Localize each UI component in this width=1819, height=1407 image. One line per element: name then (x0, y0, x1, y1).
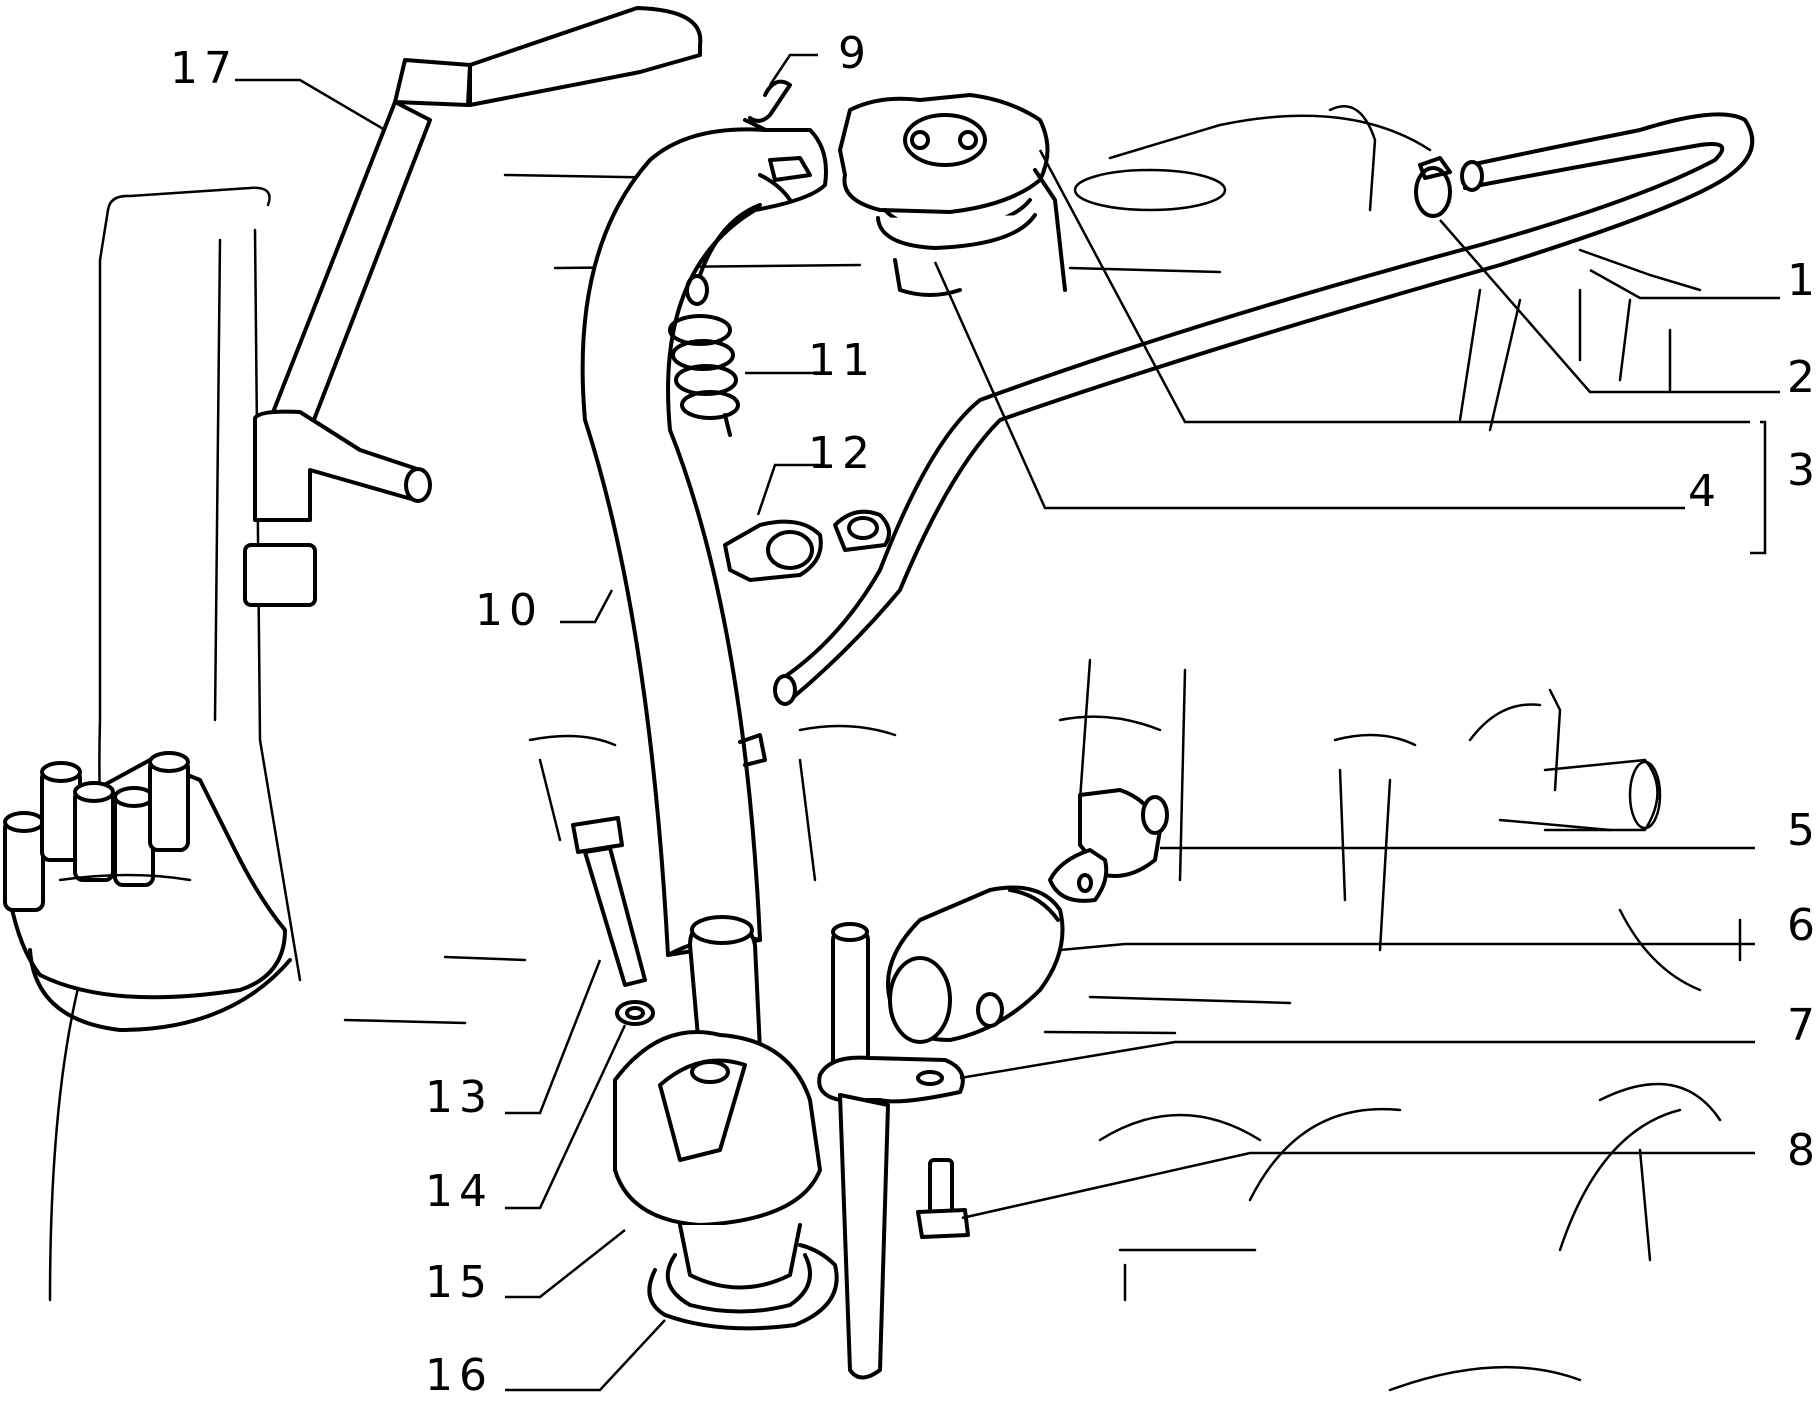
leader-lines (235, 53, 1780, 1392)
distributor-cap (3, 751, 292, 1032)
callout-2: 2 (1787, 352, 1819, 403)
callout-3: 3 (1787, 445, 1819, 496)
callout-17: 17 (170, 43, 238, 94)
callout-4: 4 (1688, 466, 1722, 517)
engine-background-outline (48, 105, 1742, 1392)
callout-5: 5 (1787, 805, 1819, 856)
callout-12: 12 (808, 428, 876, 479)
pump-body-15 (613, 915, 822, 1290)
sensor-5 (1048, 788, 1169, 903)
breather-tube-17 (243, 6, 703, 607)
clip-9 (743, 79, 792, 134)
callout-13: 13 (425, 1072, 493, 1123)
spring-11 (668, 203, 762, 437)
vent-hose (773, 112, 1755, 706)
clamp-12 (723, 509, 891, 582)
callout-15: 15 (425, 1257, 493, 1308)
o-ring-16 (647, 1243, 839, 1331)
callout-labels: 17 9 1 2 3 4 5 6 7 8 10 11 12 13 14 15 1… (170, 28, 1819, 1401)
filler-neck-10 (580, 127, 828, 957)
callout-14: 14 (425, 1166, 493, 1217)
pipe-7 (817, 922, 965, 1380)
hose-clamp-2 (1414, 156, 1452, 218)
housing-6 (886, 885, 1065, 1044)
callout-11: 11 (808, 335, 876, 386)
callout-7: 7 (1787, 1000, 1819, 1051)
callout-9: 9 (838, 28, 872, 79)
gasket-4 (876, 168, 1067, 297)
callout-16: 16 (425, 1350, 493, 1401)
bolt-13 (571, 816, 647, 987)
callout-10: 10 (475, 585, 543, 636)
filler-cap-3 (838, 93, 1050, 230)
washer-14 (615, 1000, 655, 1026)
callout-6: 6 (1787, 900, 1819, 951)
bolt-8 (916, 1158, 970, 1239)
callout-1: 1 (1787, 255, 1819, 306)
callout-8: 8 (1787, 1125, 1819, 1176)
